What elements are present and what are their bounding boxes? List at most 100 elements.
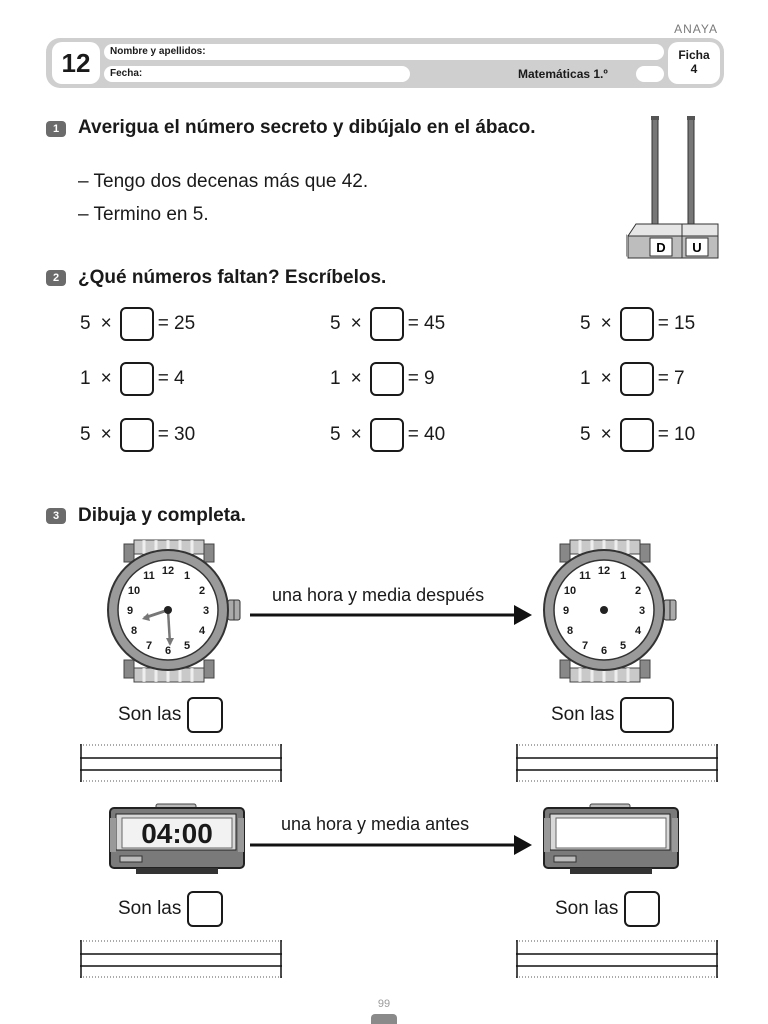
- clock-number: 10: [564, 585, 576, 597]
- wristwatch-left: 12 1 2 3 4 5 6 7 8 9 10 11: [107, 539, 241, 683]
- equation: 1× = 9: [330, 361, 435, 397]
- equation: 5 × = 30: [80, 417, 195, 453]
- exercise-3-number: 3: [46, 508, 66, 524]
- time-answer-box[interactable]: [624, 891, 661, 927]
- answer-line-right: Son las: [555, 891, 661, 927]
- writing-lines[interactable]: [516, 940, 718, 978]
- factor: 1: [330, 368, 341, 389]
- answer-box[interactable]: [369, 418, 404, 452]
- answer-line-left: Son las: [118, 891, 224, 927]
- result: = 10: [657, 424, 696, 445]
- ficha-label: Ficha: [678, 48, 710, 62]
- time-answer-box[interactable]: [620, 697, 675, 733]
- clock-number: 12: [598, 565, 610, 577]
- answer-box[interactable]: [119, 362, 154, 396]
- factor: 5: [580, 424, 591, 445]
- time-answer-box[interactable]: [187, 891, 224, 927]
- clock-number: 2: [199, 585, 205, 597]
- ficha-badge: Ficha 4: [668, 42, 720, 84]
- abacus[interactable]: D U: [624, 116, 724, 262]
- clock-number: 7: [582, 640, 588, 652]
- publisher-logo: ANAYA: [674, 22, 718, 36]
- clock-number: 11: [579, 570, 591, 582]
- operator: ×: [350, 313, 362, 334]
- exercise-1-title: Averigua el número secreto y dibújalo en…: [78, 117, 536, 138]
- factor: 5: [80, 313, 91, 334]
- result: = 9: [407, 368, 435, 389]
- answer-box[interactable]: [619, 418, 654, 452]
- name-field[interactable]: Nombre y apellidos:: [104, 44, 664, 60]
- result: = 4: [157, 368, 185, 389]
- digital-caption: una hora y media antes: [281, 814, 470, 834]
- clock-number: 8: [567, 625, 573, 637]
- answer-box[interactable]: [119, 307, 154, 341]
- clock-number: 11: [143, 570, 155, 582]
- clock-number: 9: [127, 605, 133, 617]
- factor: 5: [80, 424, 91, 445]
- clock-number: 5: [620, 640, 626, 652]
- writing-lines[interactable]: [80, 940, 282, 978]
- clock-number: 4: [635, 625, 642, 637]
- result: = 30: [157, 424, 196, 445]
- digital-time: 04:00: [141, 818, 213, 849]
- factor: 5: [330, 424, 341, 445]
- equation: 5 × = 40: [330, 417, 445, 453]
- answer-box[interactable]: [119, 418, 154, 452]
- answer-box[interactable]: [619, 362, 654, 396]
- clock-number: 2: [635, 585, 641, 597]
- digital-clock-right[interactable]: [540, 802, 682, 878]
- result: = 15: [657, 313, 696, 334]
- page-number: 99: [377, 998, 391, 1010]
- operator: ×: [100, 424, 112, 445]
- arrow-right-icon: [250, 605, 532, 625]
- class-field[interactable]: [636, 66, 664, 82]
- time-answer-box[interactable]: [187, 697, 224, 733]
- operator: ×: [350, 424, 362, 445]
- wristwatch-right[interactable]: 12 1 2 3 4 5 6 7 8 9 10 11: [540, 538, 684, 684]
- clock-number: 1: [620, 570, 626, 582]
- equation: 5× = 15: [580, 306, 695, 342]
- clock-number: 6: [601, 645, 607, 657]
- clock-number: 6: [165, 645, 171, 657]
- writing-lines[interactable]: [516, 744, 718, 782]
- son-las-label: Son las: [118, 898, 182, 919]
- son-las-label: Son las: [118, 704, 182, 725]
- result: = 45: [407, 313, 446, 334]
- result: = 7: [657, 368, 685, 389]
- clock-number: 3: [639, 605, 645, 617]
- operator: ×: [600, 424, 612, 445]
- writing-lines[interactable]: [80, 744, 282, 782]
- abacus-label-tens: D: [656, 240, 665, 255]
- exercise-2-number: 2: [46, 270, 66, 286]
- equation: 5 × = 25: [80, 306, 195, 342]
- clock-number: 4: [199, 625, 206, 637]
- factor: 5: [330, 313, 341, 334]
- date-field[interactable]: Fecha:: [104, 66, 410, 82]
- answer-box[interactable]: [619, 307, 654, 341]
- clue-2: – Termino en 5.: [78, 204, 209, 225]
- result: = 25: [157, 313, 196, 334]
- result: = 40: [407, 424, 446, 445]
- exercise-1-number: 1: [46, 121, 66, 137]
- operator: ×: [600, 368, 612, 389]
- answer-line-right: Son las: [551, 697, 675, 733]
- son-las-label: Son las: [551, 704, 615, 725]
- ficha-number: 4: [690, 62, 698, 76]
- operator: ×: [100, 313, 112, 334]
- exercise-3-title: Dibuja y completa.: [78, 505, 246, 526]
- clock-number: 7: [146, 640, 152, 652]
- clock-number: 12: [162, 565, 174, 577]
- factor: 1: [580, 368, 591, 389]
- answer-box[interactable]: [369, 307, 404, 341]
- abacus-label-units: U: [692, 240, 701, 255]
- answer-box[interactable]: [369, 362, 404, 396]
- answer-line-left: Son las: [118, 697, 224, 733]
- subject-label: Matemáticas 1.º: [518, 67, 608, 81]
- clock-number: 1: [184, 570, 190, 582]
- page-tab: [371, 1014, 397, 1024]
- equation: 5 × = 10: [580, 417, 695, 453]
- factor: 5: [580, 313, 591, 334]
- clock-number: 5: [184, 640, 190, 652]
- digital-clock-left: 04:00: [109, 803, 245, 874]
- exercise-2-title: ¿Qué números faltan? Escríbelos.: [78, 267, 387, 288]
